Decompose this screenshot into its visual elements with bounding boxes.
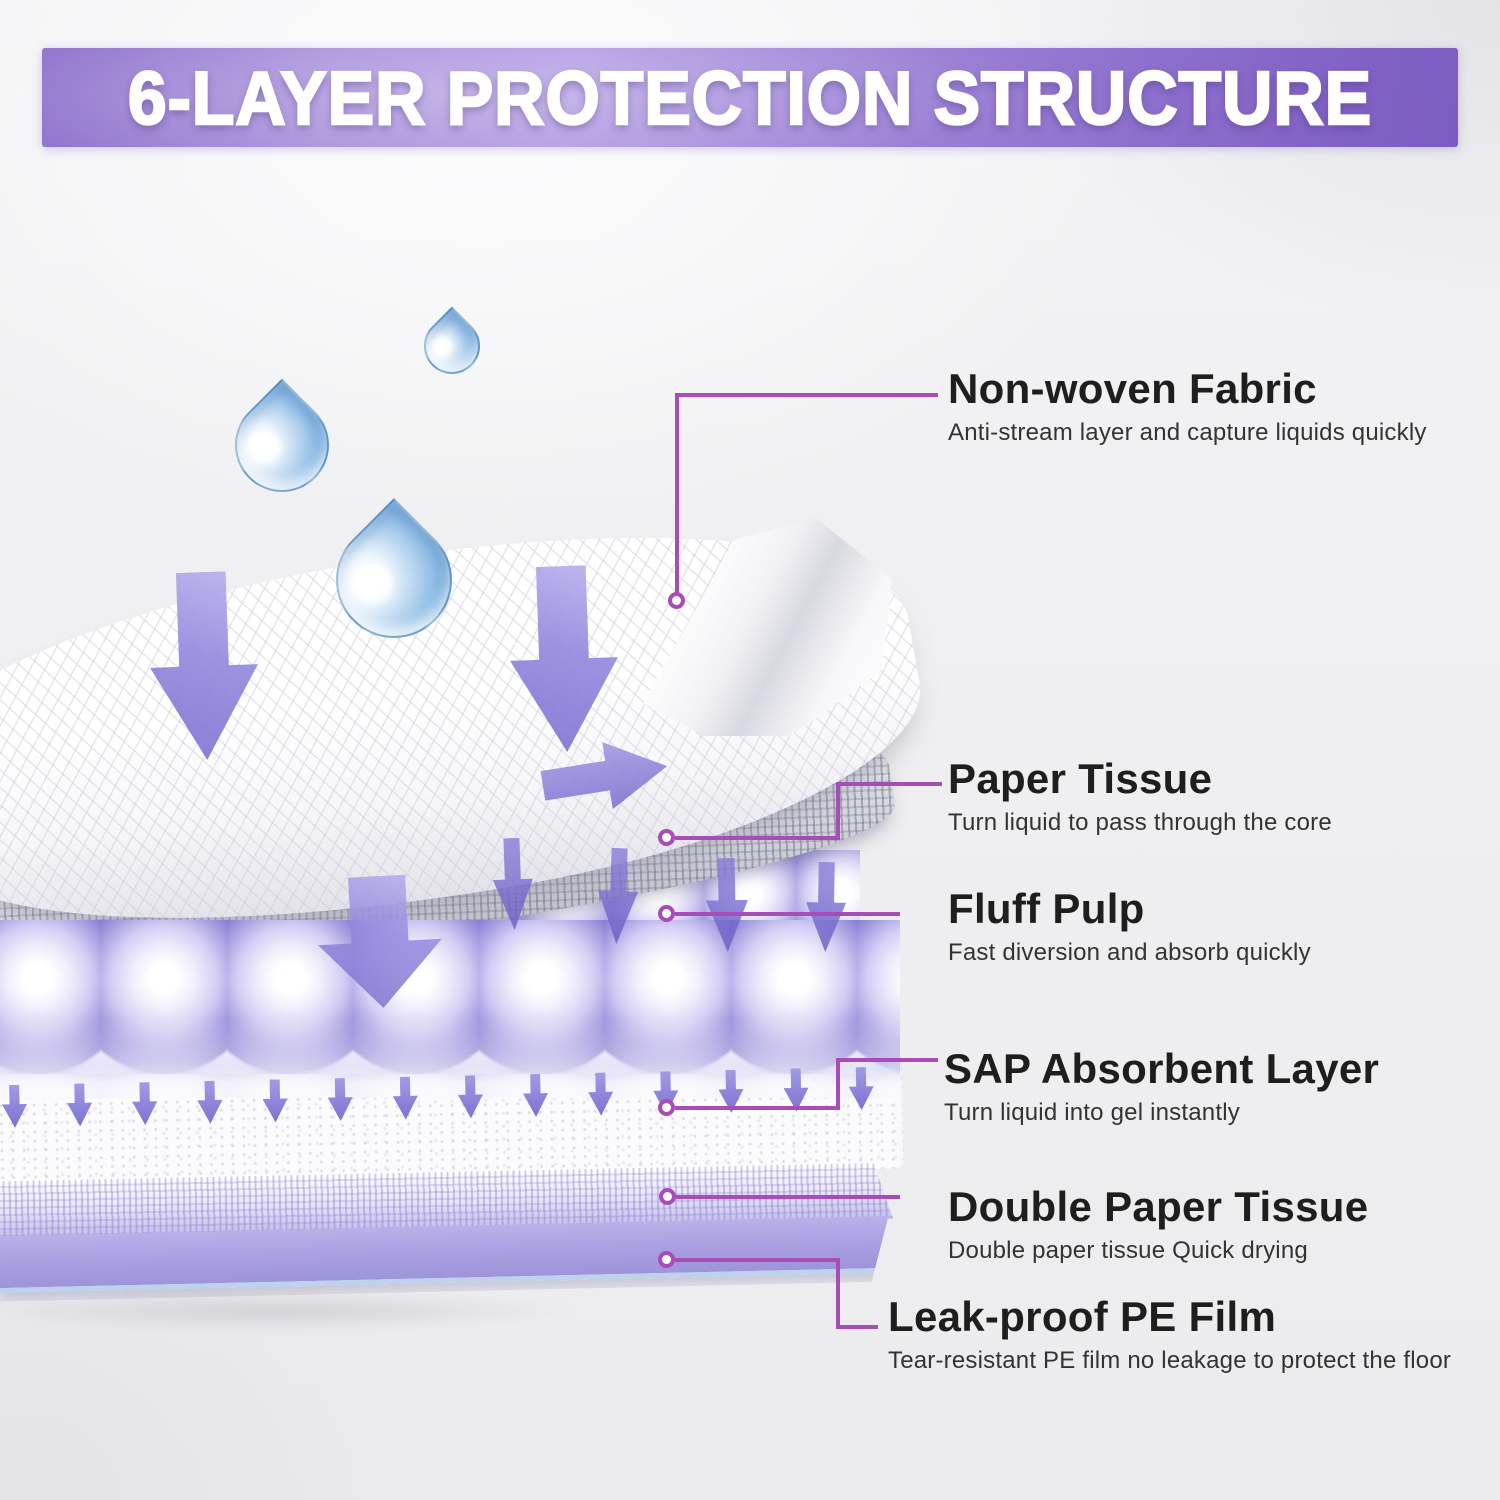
down-arrow-icon bbox=[262, 1079, 288, 1123]
callout-paper-tissue: Paper Tissue Turn liquid to pass through… bbox=[948, 755, 1332, 837]
water-droplet-icon bbox=[215, 378, 349, 512]
callout-description: Double paper tissue Quick drying bbox=[948, 1237, 1308, 1265]
callout-dot bbox=[658, 1251, 675, 1268]
down-arrow-icon bbox=[327, 1078, 353, 1122]
title-banner: 6-LAYER PROTECTION STRUCTURE bbox=[42, 48, 1458, 147]
callout-description: Fast diversion and absorb quickly bbox=[948, 939, 1311, 967]
leader-line bbox=[675, 912, 900, 916]
leader-line bbox=[675, 395, 679, 595]
callout-heading: Fluff Pulp bbox=[948, 885, 1145, 932]
callout-description: Turn liquid into gel instantly bbox=[944, 1099, 1240, 1127]
leader-line bbox=[675, 836, 840, 840]
callout-fluff-pulp: Fluff Pulp Fast diversion and absorb qui… bbox=[948, 885, 1311, 967]
callout-dot bbox=[658, 905, 675, 922]
down-arrow-icon bbox=[2, 1085, 28, 1129]
callout-leak-proof-pe-film: Leak-proof PE Film Tear-resistant PE fil… bbox=[888, 1293, 1452, 1375]
leader-line bbox=[836, 1258, 840, 1329]
leader-line bbox=[836, 1058, 938, 1062]
callout-heading: Non-woven Fabric bbox=[948, 365, 1317, 412]
leader-line bbox=[836, 1058, 840, 1110]
callout-description: Anti-stream layer and capture liquids qu… bbox=[948, 419, 1427, 447]
leader-line bbox=[836, 782, 942, 786]
callout-dot bbox=[668, 592, 685, 609]
leader-line bbox=[675, 1106, 840, 1110]
down-arrow-icon bbox=[392, 1076, 418, 1120]
page-title: 6-LAYER PROTECTION STRUCTURE bbox=[127, 55, 1373, 142]
callout-heading: Double Paper Tissue bbox=[948, 1183, 1369, 1230]
water-droplet-icon bbox=[412, 306, 492, 386]
callout-heading: Leak-proof PE Film bbox=[888, 1293, 1277, 1340]
fluff-pulp-balls-front-row bbox=[0, 920, 900, 1098]
callout-heading: Paper Tissue bbox=[948, 755, 1213, 802]
callout-dot bbox=[658, 1099, 675, 1116]
callout-heading: SAP Absorbent Layer bbox=[944, 1045, 1380, 1092]
down-arrow-icon bbox=[132, 1082, 158, 1126]
down-arrow-icon bbox=[197, 1081, 223, 1125]
callout-non-woven-fabric: Non-woven Fabric Anti-stream layer and c… bbox=[948, 365, 1427, 447]
leader-line bbox=[676, 1195, 900, 1199]
leader-line bbox=[675, 393, 938, 397]
stack-shadow bbox=[0, 1292, 580, 1330]
callout-dot bbox=[659, 1188, 676, 1205]
down-arrow-icon bbox=[588, 1072, 614, 1116]
leader-line bbox=[836, 1325, 878, 1329]
leader-line bbox=[836, 782, 840, 840]
down-arrow-icon bbox=[848, 1067, 874, 1111]
callout-description: Turn liquid to pass through the core bbox=[948, 809, 1332, 837]
leader-line bbox=[675, 1258, 840, 1262]
down-arrow-icon bbox=[458, 1075, 484, 1119]
down-arrow-icon bbox=[523, 1074, 549, 1118]
callout-sap-absorbent-layer: SAP Absorbent Layer Turn liquid into gel… bbox=[944, 1045, 1380, 1127]
callout-double-paper-tissue: Double Paper Tissue Double paper tissue … bbox=[948, 1183, 1369, 1265]
down-arrow-icon bbox=[67, 1083, 93, 1127]
callout-dot bbox=[658, 829, 675, 846]
callout-description: Tear-resistant PE film no leakage to pro… bbox=[888, 1347, 1452, 1375]
